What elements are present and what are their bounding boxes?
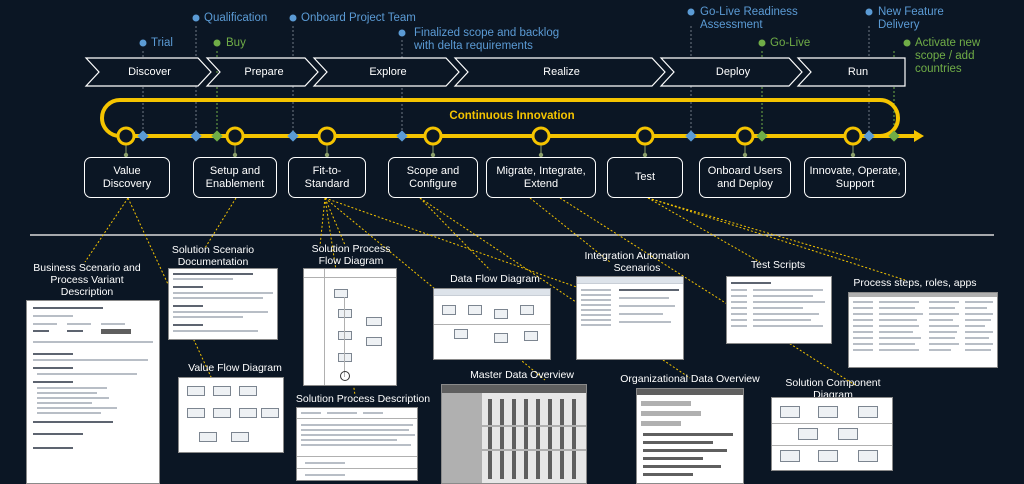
artifact-title-master-data: Master Data Overview — [470, 369, 574, 381]
activity-circle-1 — [116, 126, 136, 146]
activity-fit-to-standard: Fit-to- Standard — [288, 157, 366, 198]
artifact-title-data-flow: Data Flow Diagram — [450, 273, 540, 285]
activity-test: Test — [607, 157, 683, 198]
continuous-innovation-label: Continuous Innovation — [449, 110, 575, 122]
artifact-title-solution-scenario-doc: Solution Scenario Documentation — [171, 244, 255, 268]
thumbnail-value-flow — [178, 377, 284, 453]
thumbnail-integration-automation — [576, 276, 684, 360]
activity-circle-4 — [423, 126, 443, 146]
milestone-buy: Buy — [226, 37, 246, 49]
milestone-go-live: Go-Live — [770, 37, 811, 49]
milestone-go-live-readiness: Go-Live Readiness Assessment — [700, 6, 798, 31]
phase-realize-shape — [453, 57, 666, 87]
activity-circles — [116, 126, 863, 146]
phase-discover: Discover — [128, 66, 171, 78]
artifact-title-test-scripts: Test Scripts — [750, 259, 806, 271]
phase-chevrons — [84, 57, 906, 87]
activity-setup-enablement: Setup and Enablement — [193, 157, 277, 198]
thumbnail-solution-process-flow — [303, 268, 397, 386]
activity-circle-7 — [735, 126, 755, 146]
milestone-qualification: Qualification — [204, 12, 268, 24]
activity-innovate-operate-support: Innovate, Operate, Support — [804, 157, 906, 198]
phase-deploy: Deploy — [715, 66, 751, 78]
thumbnail-solution-scenario-doc — [168, 268, 278, 340]
phase-prepare: Prepare — [244, 66, 284, 78]
phase-explore-shape — [312, 57, 460, 87]
activity-value-discovery: Value Discovery — [84, 157, 170, 198]
milestone-trial: Trial — [151, 37, 173, 49]
thumbnail-business-scenario — [26, 300, 160, 484]
milestone-onboard-project-team: Onboard Project Team — [301, 12, 416, 24]
artifact-title-solution-process-desc: Solution Process Description — [295, 393, 431, 405]
artifact-title-solution-process-flow: Solution Process Flow Diagram — [311, 243, 391, 267]
phase-run-shape — [796, 57, 906, 87]
thumbnail-data-flow — [433, 288, 551, 360]
innovation-arrowhead — [914, 130, 924, 142]
artifact-title-process-steps: Process steps, roles, apps — [853, 277, 977, 289]
activity-circle-8 — [843, 126, 863, 146]
phase-discover-shape — [84, 57, 212, 87]
activity-connector-dots — [123, 152, 856, 158]
milestone-finalized-scope: Finalized scope and backlog with delta r… — [414, 27, 560, 52]
thumbnail-organizational-data — [636, 388, 744, 484]
activity-migrate-integrate-extend: Migrate, Integrate, Extend — [486, 157, 596, 198]
artifact-title-value-flow: Value Flow Diagram — [188, 362, 282, 374]
artifact-title-integration-automation: Integration Automation Scenarios — [584, 250, 690, 274]
phase-explore: Explore — [369, 66, 407, 78]
activity-circle-3 — [317, 126, 337, 146]
phase-realize: Realize — [543, 66, 580, 78]
milestone-diamonds — [137, 130, 900, 142]
phase-prepare-shape — [205, 57, 319, 87]
milestone-new-feature-delivery: New Feature Delivery — [878, 6, 944, 31]
thumbnail-solution-component — [771, 397, 893, 471]
thumbnail-solution-process-desc — [296, 407, 418, 481]
phase-deploy-shape — [659, 57, 803, 87]
activity-circle-6 — [635, 126, 655, 146]
activity-scope-configure: Scope and Configure — [388, 157, 478, 198]
artifact-title-organizational-data: Organizational Data Overview — [620, 373, 760, 385]
artifact-title-business-scenario: Business Scenario and Process Variant De… — [33, 262, 141, 298]
activity-onboard-users: Onboard Users and Deploy — [699, 157, 791, 198]
activity-circle-5 — [531, 126, 551, 146]
thumbnail-process-steps — [848, 292, 998, 368]
thumbnail-master-data — [441, 384, 587, 484]
activity-circle-2 — [225, 126, 245, 146]
thumbnail-test-scripts — [726, 276, 832, 344]
milestone-activate-new-scope: Activate new scope / add countries — [915, 37, 981, 75]
milestone-dots — [139, 8, 911, 47]
phase-run: Run — [847, 66, 869, 78]
